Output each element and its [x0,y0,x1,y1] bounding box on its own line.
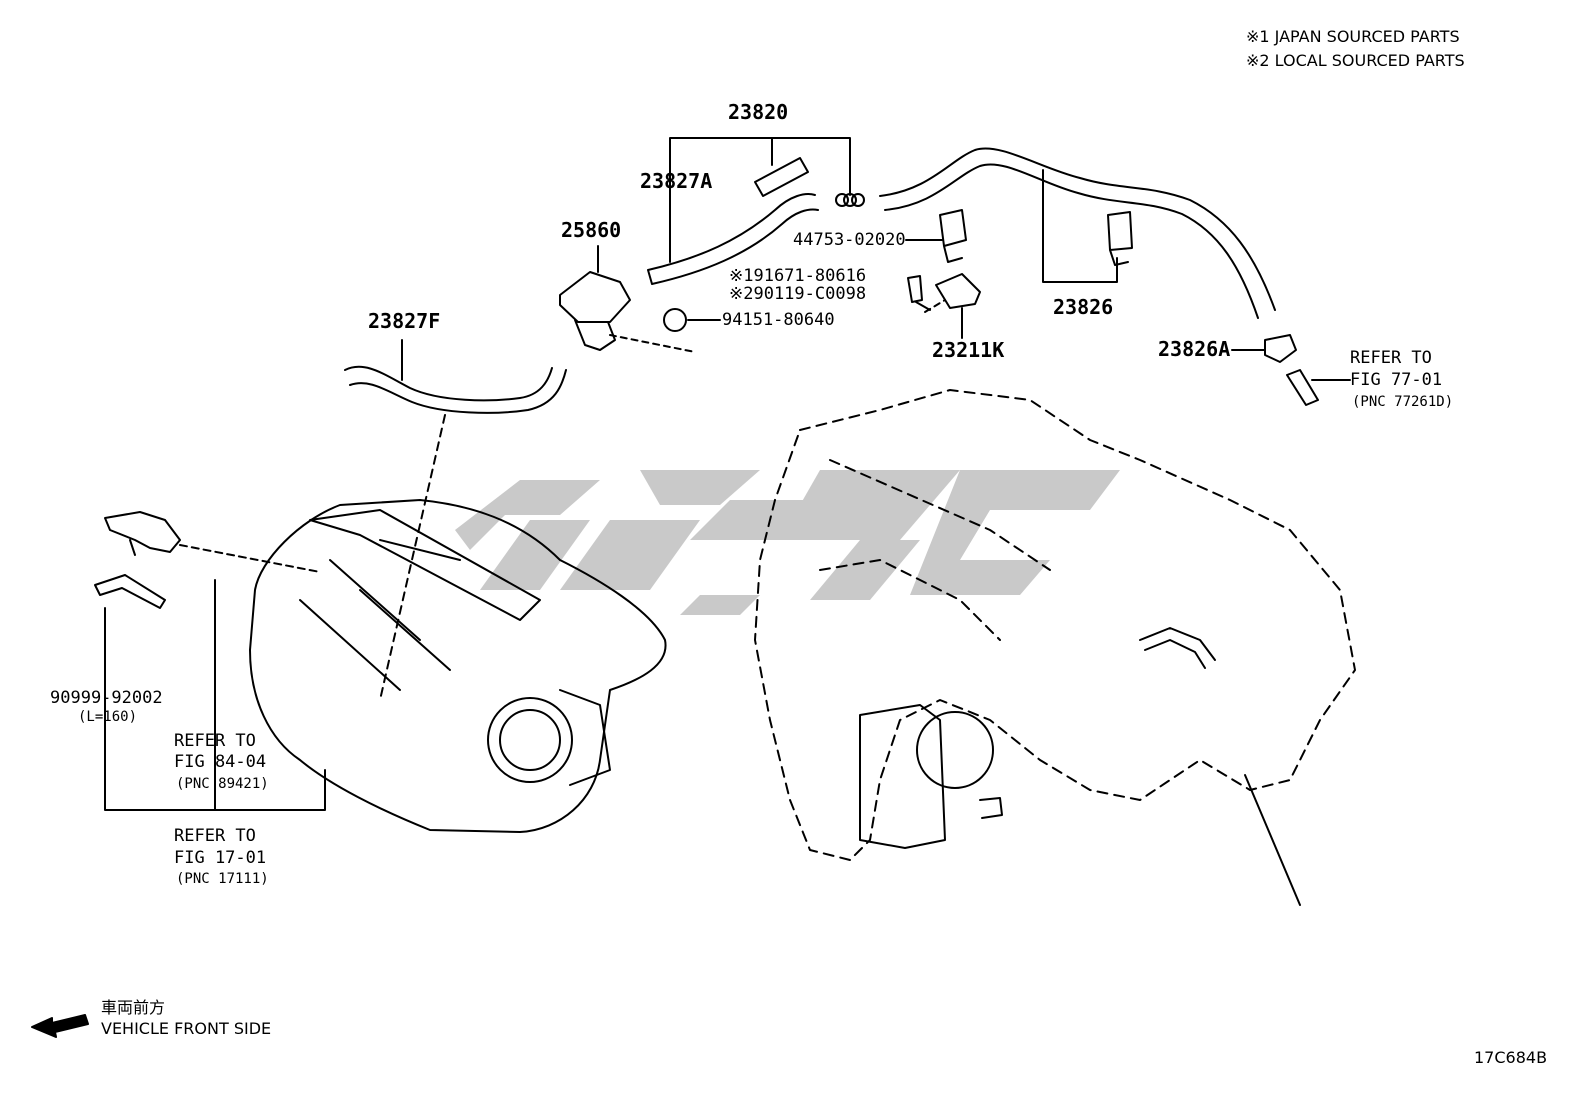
leader-23820 [669,137,851,263]
cap-94151 [663,308,687,332]
ref-17-refer: REFER TO [174,826,256,846]
leader-191671 [924,299,946,313]
part-label-23826[interactable]: 23826 [1053,295,1114,319]
ref-17-fig-link[interactable]: FIG 17-01 [174,848,267,868]
part-length-90999: (L=160) [78,709,138,725]
watermark-logo [455,470,1120,615]
throttle-body [859,704,946,849]
part-label-23827A[interactable]: 23827A [640,169,713,193]
engine-outline [754,389,1356,861]
note-local-sourced: ※2 LOCAL SOURCED PARTS [1246,51,1465,70]
part-label-44753-02020[interactable]: 44753-02020 [793,230,906,250]
throttle-bore [487,697,573,783]
hose-90999 [94,574,166,609]
part-label-23820[interactable]: 23820 [728,100,789,124]
hose-23827A [647,193,819,285]
ref-77-pnc: (PNC 77261D) [1352,394,1454,410]
figure-code: 17C684B [1474,1048,1548,1067]
hose-23826 [879,147,1276,319]
leader-94151 [609,334,696,353]
part-label-23826A[interactable]: 23826A [1158,337,1231,361]
ref-84-refer: REFER TO [174,731,256,751]
part-label-23211K[interactable]: 23211K [932,338,1005,362]
bracket-23211K [935,273,981,309]
part-label-23827F[interactable]: 23827F [368,309,441,333]
intake-manifold [249,499,667,833]
arrow-left-icon [31,1014,89,1038]
leader-90999 [104,579,326,811]
clip-23826 [1107,211,1133,266]
cap-23826A [1264,334,1297,363]
leader-23826 [1042,169,1118,283]
valve-25860 [559,271,631,351]
ref-17-pnc: (PNC 17111) [176,871,269,887]
part-label-191671-80616[interactable]: ※191671-80616 [729,266,867,286]
ref-84-fig-link[interactable]: FIG 84-04 [174,752,267,772]
ref-77-fig-link[interactable]: FIG 77-01 [1350,370,1443,390]
note-japan-sourced: ※1 JAPAN SOURCED PARTS [1246,27,1460,46]
front-side-label-en: VEHICLE FRONT SIDE [101,1019,272,1038]
leader-23827F-dash [379,414,446,701]
clip-44753 [939,209,967,263]
hose-ref77 [1286,369,1319,406]
ref-77-refer: REFER TO [1350,348,1432,368]
front-side-label-jp: 車両前方 [101,998,166,1017]
part-label-94151-80640[interactable]: 94151-80640 [722,310,835,330]
hose-23827A-short [754,157,809,197]
ref-84-pnc: (PNC 89421) [176,776,269,792]
leader-sensor [179,544,321,573]
hose-23827F [344,365,567,414]
part-label-290119-C0098[interactable]: ※290119-C0098 [729,284,867,304]
sensor-89421 [104,511,181,553]
bolt-191671 [907,275,931,311]
part-label-25860[interactable]: 25860 [561,218,622,242]
part-label-90999-92002[interactable]: 90999-92002 [50,688,163,708]
pipe-engine [1139,627,1216,669]
